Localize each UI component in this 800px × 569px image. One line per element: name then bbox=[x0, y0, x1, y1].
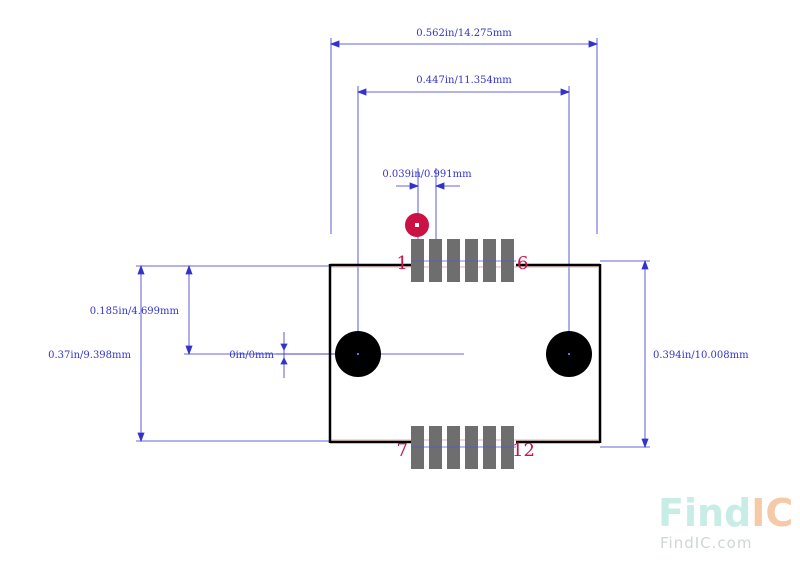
pad-7 bbox=[411, 426, 424, 469]
pad-4 bbox=[465, 239, 478, 282]
pad-10 bbox=[465, 426, 478, 469]
watermark-url: FindIC.com bbox=[660, 534, 752, 552]
pin-label-6: 6 bbox=[517, 253, 528, 274]
pad-8 bbox=[429, 426, 442, 469]
dim-body-height-label: 0.37in/9.398mm bbox=[48, 350, 131, 361]
pad-9 bbox=[447, 426, 460, 469]
dim-zero-offset-label: 0in/0mm bbox=[229, 350, 274, 361]
watermark-find: Find bbox=[658, 491, 751, 535]
dim-hole-span-label: 0.447in/11.354mm bbox=[416, 75, 512, 86]
dim-overall-height-label: 0.394in/10.008mm bbox=[653, 350, 749, 361]
pad-3 bbox=[447, 239, 460, 282]
pin1-marker-center bbox=[415, 223, 419, 227]
pin-label-12: 12 bbox=[512, 440, 535, 461]
pad-2 bbox=[429, 239, 442, 282]
bottom-pad-row bbox=[411, 426, 514, 469]
dim-half-height-label: 0.185in/4.699mm bbox=[90, 306, 180, 317]
dimension-arrows bbox=[137, 40, 649, 449]
pad-12 bbox=[501, 426, 514, 469]
watermark-logo: FindIC bbox=[658, 491, 793, 535]
pad-6 bbox=[501, 239, 514, 282]
pad-5 bbox=[483, 239, 496, 282]
body-outline bbox=[328, 263, 602, 444]
watermark-ic: IC bbox=[751, 491, 793, 535]
dimension-lines bbox=[136, 38, 650, 448]
hole-center-left bbox=[357, 353, 359, 355]
dim-pin-pitch-label: 0.039in/0.991mm bbox=[382, 169, 472, 180]
pad-1 bbox=[411, 239, 424, 282]
pin-label-1: 1 bbox=[397, 253, 408, 274]
pin-label-7: 7 bbox=[397, 440, 408, 461]
dim-overall-width-label: 0.562in/14.275mm bbox=[416, 28, 512, 39]
top-pad-row bbox=[411, 239, 514, 282]
watermark: FindIC FindIC.com bbox=[658, 491, 793, 552]
pad-11 bbox=[483, 426, 496, 469]
hole-center-right bbox=[568, 353, 570, 355]
